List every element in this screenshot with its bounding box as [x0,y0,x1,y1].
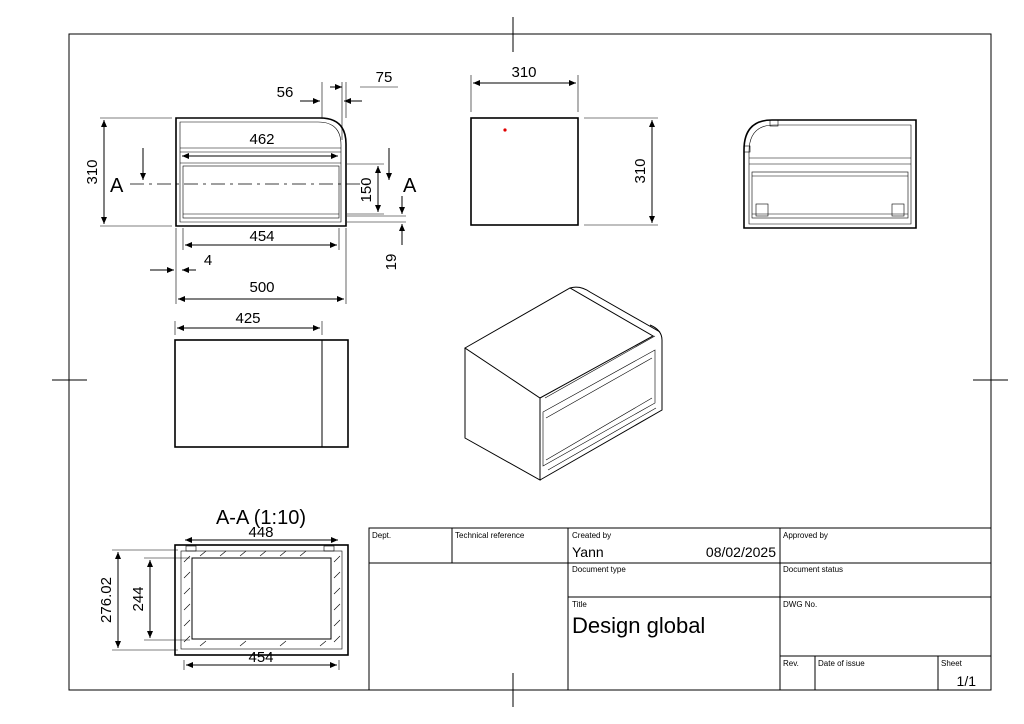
top-view: 425 [174,310,349,448]
dim-310-side-width: 310 [511,64,536,81]
date-value: 08/02/2025 [706,544,776,560]
dim-454-section: 454 [248,649,273,666]
dim-4: 4 [204,252,212,269]
dim-310-front: 310 [84,159,101,184]
dim-75: 75 [376,69,393,86]
section-mark-a-left: A [110,175,124,197]
dim-276: 276.02 [98,577,115,623]
dim-454-front: 454 [249,228,274,245]
dwg-no-label: DWG No. [783,600,817,609]
red-marker [503,128,507,132]
front-view: 310 A A 462 150 19 56 75 454 [84,69,417,304]
sheet-value: 1/1 [957,673,977,689]
date-issue-label: Date of issue [818,659,865,668]
dim-56: 56 [277,84,294,101]
tech-ref-label: Technical reference [455,531,525,540]
dim-425: 425 [235,310,260,327]
section-view: A-A (1:10) 448 276.02 244 [98,507,349,670]
title-value: Design global [572,613,705,638]
dim-244: 244 [130,586,147,611]
dim-310-side-height: 310 [632,158,649,183]
created-by-value: Yann [572,544,604,560]
approved-by-label: Approved by [783,531,828,540]
dim-500: 500 [249,279,274,296]
section-mark-a-right: A [403,175,417,197]
dim-448: 448 [248,524,273,541]
isometric-view [464,286,663,481]
dim-150: 150 [358,177,375,202]
doc-status-label: Document status [783,565,843,574]
section-title: A-A (1:10) [216,507,306,529]
sheet-label: Sheet [941,659,963,668]
dept-label: Dept. [372,531,391,540]
rev-label: Rev. [783,659,799,668]
doc-type-label: Document type [572,565,626,574]
created-by-label: Created by [572,531,611,540]
rear-view [743,119,917,229]
dim-462: 462 [249,131,274,148]
dim-19: 19 [383,254,400,271]
side-view: 310 310 [470,64,658,226]
title-block: Dept. Technical reference Created by Yan… [368,527,992,691]
title-label: Title [572,600,587,609]
